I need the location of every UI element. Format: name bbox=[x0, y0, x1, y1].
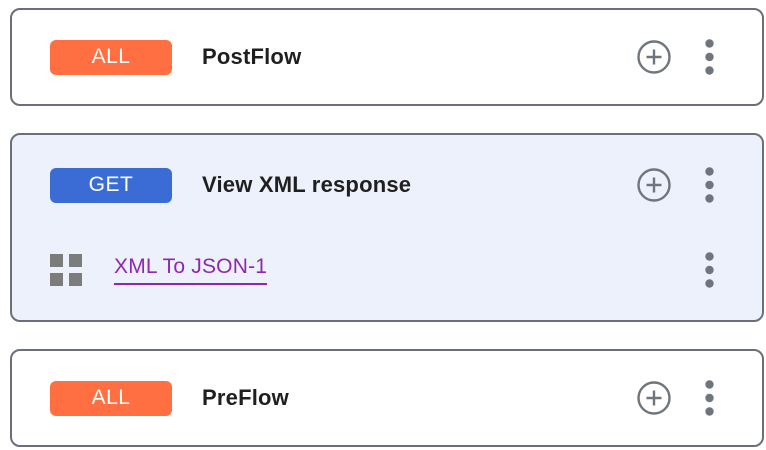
flow-title: PostFlow bbox=[202, 44, 302, 69]
plus-circle-icon bbox=[637, 168, 671, 202]
add-policy-button[interactable] bbox=[636, 39, 672, 75]
flow-controls bbox=[636, 167, 714, 203]
policy-controls bbox=[705, 252, 714, 288]
flow-controls bbox=[636, 380, 714, 416]
policy-row: XML To JSON-1 bbox=[12, 252, 762, 320]
policy-link[interactable]: XML To JSON-1 bbox=[114, 255, 268, 285]
drag-handle-icon[interactable] bbox=[50, 254, 82, 286]
more-options-button[interactable] bbox=[705, 39, 714, 75]
more-vert-icon bbox=[705, 39, 714, 75]
method-badge: ALL bbox=[50, 380, 172, 416]
more-vert-icon bbox=[705, 167, 714, 203]
more-options-button[interactable] bbox=[705, 167, 714, 203]
flow-card-view-xml-response[interactable]: GET View XML response bbox=[10, 133, 764, 322]
more-vert-icon bbox=[705, 252, 714, 288]
more-vert-icon bbox=[705, 380, 714, 416]
method-badge: ALL bbox=[50, 39, 172, 75]
flow-header-row: ALL PreFlow bbox=[12, 351, 762, 445]
add-policy-button[interactable] bbox=[636, 380, 672, 416]
more-options-button[interactable] bbox=[705, 380, 714, 416]
plus-circle-icon bbox=[637, 381, 671, 415]
flow-title: View XML response bbox=[202, 172, 412, 197]
flow-title: PreFlow bbox=[202, 385, 289, 410]
add-policy-button[interactable] bbox=[636, 167, 672, 203]
flow-header-row: ALL PostFlow bbox=[12, 10, 762, 104]
more-options-button[interactable] bbox=[705, 252, 714, 288]
plus-circle-icon bbox=[637, 40, 671, 74]
flow-header-row: GET View XML response bbox=[12, 135, 762, 203]
flow-card-postflow[interactable]: ALL PostFlow bbox=[10, 8, 764, 106]
flow-controls bbox=[636, 39, 714, 75]
method-badge: GET bbox=[50, 167, 172, 203]
flow-card-preflow[interactable]: ALL PreFlow bbox=[10, 349, 764, 447]
